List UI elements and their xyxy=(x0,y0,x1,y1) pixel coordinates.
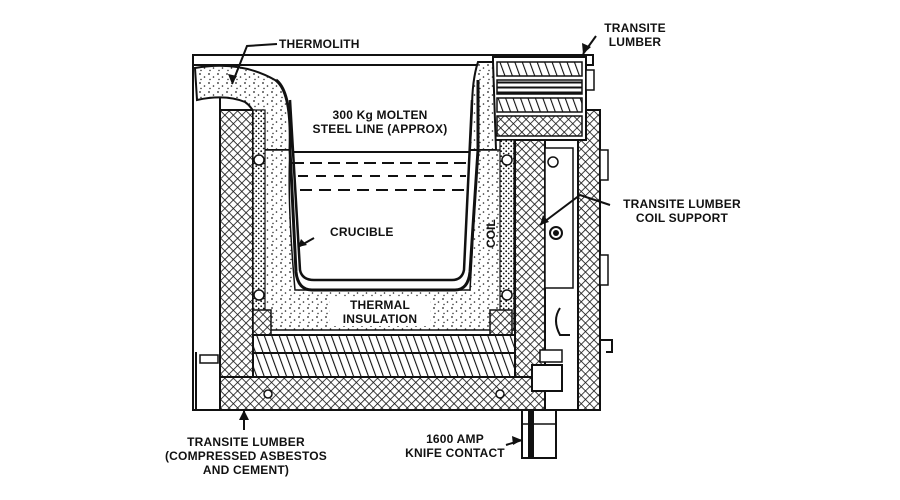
molten-line1: 300 Kg MOLTEN xyxy=(332,108,428,122)
transite-bottom-line1: TRANSITE LUMBER xyxy=(187,435,305,449)
top-right-transite xyxy=(492,56,595,141)
crucible-label: CRUCIBLE xyxy=(330,225,394,239)
knife-line2: KNIFE CONTACT xyxy=(405,446,505,460)
bottom-blocks xyxy=(219,309,546,411)
transite-bottom-line3: AND CEMENT) xyxy=(202,463,290,477)
coil-support-line2: COIL SUPPORT xyxy=(635,211,729,225)
thermal-line1: THERMAL xyxy=(349,298,411,312)
molten-steel-label: 300 Kg MOLTEN STEEL LINE (APPROX) xyxy=(310,108,450,136)
knife-contact-label: 1600 AMP KNIFE CONTACT xyxy=(400,432,510,460)
transite-bottom-line2: (COMPRESSED ASBESTOS xyxy=(164,449,328,463)
knife-line1: 1600 AMP xyxy=(426,432,484,446)
coil-label: COIL xyxy=(484,219,498,248)
coil xyxy=(252,109,515,331)
thermolith-right xyxy=(468,61,498,151)
molten-line2: STEEL LINE (APPROX) xyxy=(312,122,448,136)
coil-support-line1: TRANSITE LUMBER xyxy=(623,197,741,211)
thermolith-label: THERMOLITH xyxy=(279,37,360,51)
thermal-line2: INSULATION xyxy=(342,312,418,326)
molten-steel-level xyxy=(292,151,470,191)
coil-support-label: TRANSITE LUMBER COIL SUPPORT xyxy=(612,197,752,225)
leader-arrowheads xyxy=(228,43,591,445)
thermal-insulation-label: THERMAL INSULATION xyxy=(330,298,430,326)
transite-lumber-top-label: TRANSITE LUMBER xyxy=(600,21,670,49)
transite-top-line2: LUMBER xyxy=(608,35,662,49)
knife-contact xyxy=(521,409,557,459)
top-plate xyxy=(192,54,594,66)
left-bracket xyxy=(195,352,221,411)
transite-lumber-bottom-label: TRANSITE LUMBER (COMPRESSED ASBESTOS AND… xyxy=(146,435,346,477)
transite-top-line1: TRANSITE xyxy=(604,21,666,35)
